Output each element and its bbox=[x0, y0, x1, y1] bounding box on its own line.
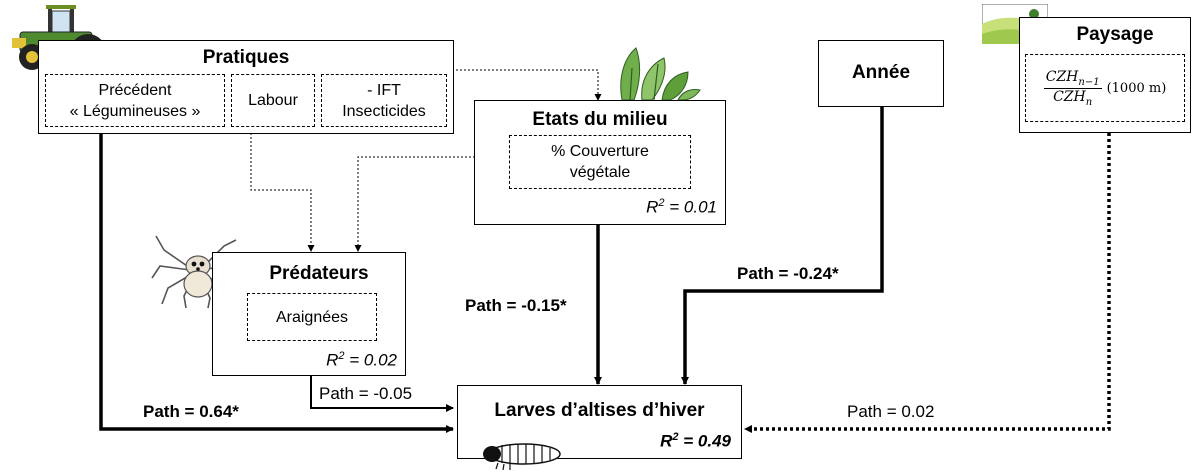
path-annee-larves bbox=[681, 107, 884, 385]
path-paysage-larves bbox=[744, 133, 1111, 433]
factor-araignees: Araignées bbox=[247, 293, 377, 341]
node-annee: Année bbox=[818, 40, 944, 107]
node-title: Année bbox=[851, 62, 911, 83]
factor-ift-insecticides: - IFT Insecticides bbox=[321, 74, 447, 127]
node-title: Pratiques bbox=[202, 47, 290, 68]
node-title: Paysage bbox=[1076, 24, 1154, 45]
path-pratiques-larves bbox=[99, 133, 454, 433]
node-title: Prédateurs bbox=[269, 263, 369, 284]
link-pratiques-predateurs bbox=[250, 133, 315, 252]
path-label-paysage: Path = 0.02 bbox=[847, 402, 935, 421]
larva-icon bbox=[483, 443, 561, 471]
factor-precedent-legumineuses: Précédent « Légumineuses » bbox=[45, 74, 225, 127]
plants-icon bbox=[620, 47, 701, 101]
r2-label: R2 = 0.02 bbox=[326, 350, 397, 370]
path-label-predateurs: Path = -0.05 bbox=[319, 384, 413, 403]
link-pratiques-etats bbox=[388, 69, 602, 101]
factor-couverture-vegetale: % Couverture végétale bbox=[509, 135, 691, 189]
path-predateurs-larves bbox=[310, 376, 454, 412]
node-pratiques: Pratiques Précédent « Légumineuses » Lab… bbox=[38, 40, 454, 134]
r2-label: R2 = 0.01 bbox=[646, 197, 717, 217]
formula-czh-ratio: CZHn−1 CZHn (1000 m) bbox=[1025, 54, 1185, 122]
node-title: Larves d’altises d’hiver bbox=[494, 400, 705, 421]
r2-label: R2 = 0.49 bbox=[660, 431, 731, 451]
node-paysage: Paysage CZHn−1 CZHn (1000 m) bbox=[1019, 17, 1191, 133]
node-predateurs: Prédateurs Araignées R2 = 0.02 bbox=[212, 252, 406, 376]
path-label-pratiques: Path = 0.64* bbox=[143, 402, 239, 421]
link-etats-predateurs bbox=[354, 156, 475, 252]
node-etats-du-milieu: Etats du milieu % Couverture végétale R2… bbox=[474, 100, 726, 225]
factor-labour: Labour bbox=[231, 74, 315, 127]
spider-icon bbox=[151, 235, 239, 309]
path-label-etats: Path = -0.15* bbox=[465, 296, 567, 315]
node-title: Etats du milieu bbox=[532, 109, 668, 130]
path-label-annee: Path = -0.24* bbox=[737, 264, 839, 283]
